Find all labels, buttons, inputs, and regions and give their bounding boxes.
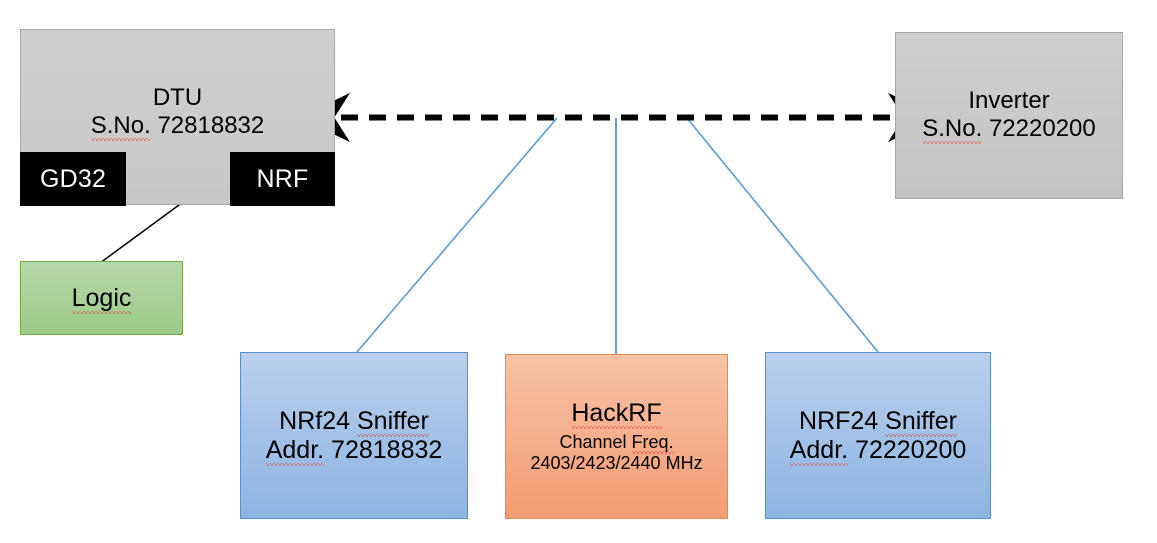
sniffer-right-title: NRF24 Sniffer (799, 406, 957, 437)
sniffer-left-address-value: 72818832 (331, 435, 443, 464)
nrf24-sniffer-left-node[interactable]: NRf24 Sniffer Addr. 72818832 (240, 352, 468, 519)
sniffer-left-title-role: Sniffer (357, 406, 429, 437)
inverter-serial-prefix: S.No. (922, 114, 983, 144)
sniffer-left-tap-line (356, 117, 558, 353)
nrf-label: NRF (256, 164, 309, 193)
sniffer-left-address: Addr. 72818832 (265, 435, 443, 466)
inverter-node[interactable]: Inverter S.No. 72220200 (895, 32, 1123, 199)
hackrf-frequencies: 2403/2423/2440 MHz (530, 453, 703, 473)
sniffer-right-tap-line (686, 117, 879, 353)
sniffer-left-address-prefix: Addr. (265, 435, 325, 466)
sniffer-right-title-role: Sniffer (885, 406, 957, 437)
hackrf-title: HackRF (571, 399, 662, 430)
hackrf-channel-label: Channel Freq. (559, 432, 674, 454)
sniffer-right-address: Addr. 72220200 (789, 435, 967, 466)
sniffer-left-title: NRf24 Sniffer (279, 406, 429, 437)
sniffer-right-title-model: NRF24 (799, 406, 879, 435)
dtu-serial: S.No. 72818832 (90, 111, 265, 141)
inverter-serial: S.No. 72220200 (922, 114, 1096, 144)
nrf24-sniffer-right-node[interactable]: NRF24 Sniffer Addr. 72220200 (765, 352, 991, 519)
hackrf-freq-word: Freq. (631, 432, 674, 454)
nrf-chip[interactable]: NRF (230, 152, 335, 206)
dtu-serial-prefix: S.No. (90, 111, 151, 141)
hackrf-node[interactable]: HackRF Channel Freq. 2403/2423/2440 MHz (505, 354, 728, 519)
hackrf-channel-word: Channel (559, 432, 627, 453)
inverter-serial-value: 72220200 (988, 114, 1096, 142)
logic-analyzer-node[interactable]: Logic (20, 261, 183, 335)
sniffer-right-address-prefix: Addr. (789, 435, 849, 466)
inverter-title: Inverter (968, 87, 1050, 114)
dtu-serial-value: 72818832 (157, 111, 265, 139)
sniffer-right-address-value: 72220200 (855, 435, 967, 464)
gd32-chip[interactable]: GD32 (20, 152, 126, 206)
dtu-title: DTU (152, 84, 203, 111)
sniffer-left-title-model: NRf24 (279, 406, 351, 435)
logic-label: Logic (71, 283, 132, 314)
gd32-label: GD32 (39, 164, 107, 193)
